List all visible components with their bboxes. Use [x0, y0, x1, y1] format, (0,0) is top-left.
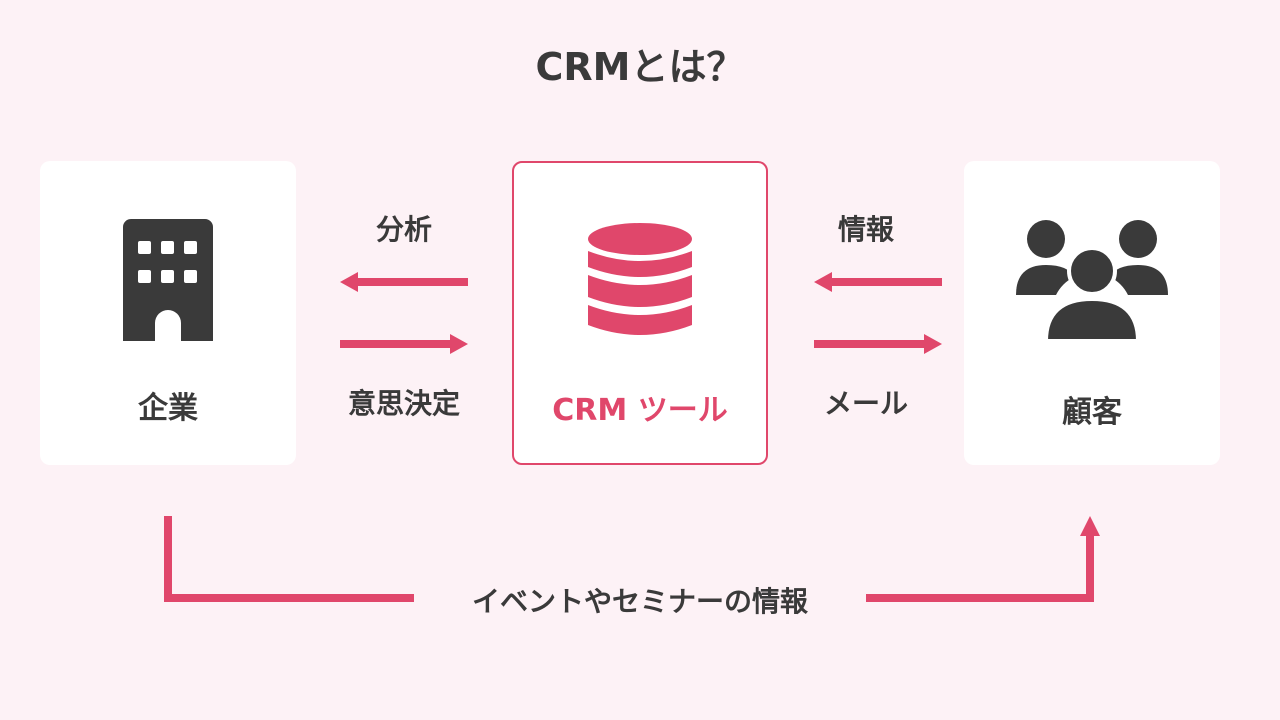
- company-label: 企業: [138, 391, 198, 426]
- company-card: 企業: [40, 161, 296, 465]
- connector-company-to-customer: [164, 516, 1100, 602]
- information-label: 情報: [837, 213, 894, 246]
- customer-label: 顧客: [1062, 395, 1122, 430]
- arrow-company-to-crm: [340, 334, 468, 354]
- arrow-customer-to-crm: [814, 272, 942, 292]
- page-title: CRMとは？: [535, 45, 745, 89]
- decision-making-label: 意思決定: [347, 387, 460, 420]
- customer-card: 顧客: [964, 161, 1220, 465]
- crm-tool-label: CRM ツール: [552, 393, 728, 428]
- arrow-crm-to-customer: [814, 334, 942, 354]
- database-icon: [588, 223, 692, 335]
- building-icon: [123, 219, 213, 341]
- email-label: メール: [823, 387, 908, 420]
- users-icon: [1016, 220, 1168, 341]
- arrow-crm-to-company: [340, 272, 468, 292]
- event-seminar-info-label: イベントやセミナーの情報: [471, 585, 808, 618]
- crm-tool-card: CRM ツール: [512, 161, 768, 465]
- analysis-label: 分析: [375, 213, 432, 246]
